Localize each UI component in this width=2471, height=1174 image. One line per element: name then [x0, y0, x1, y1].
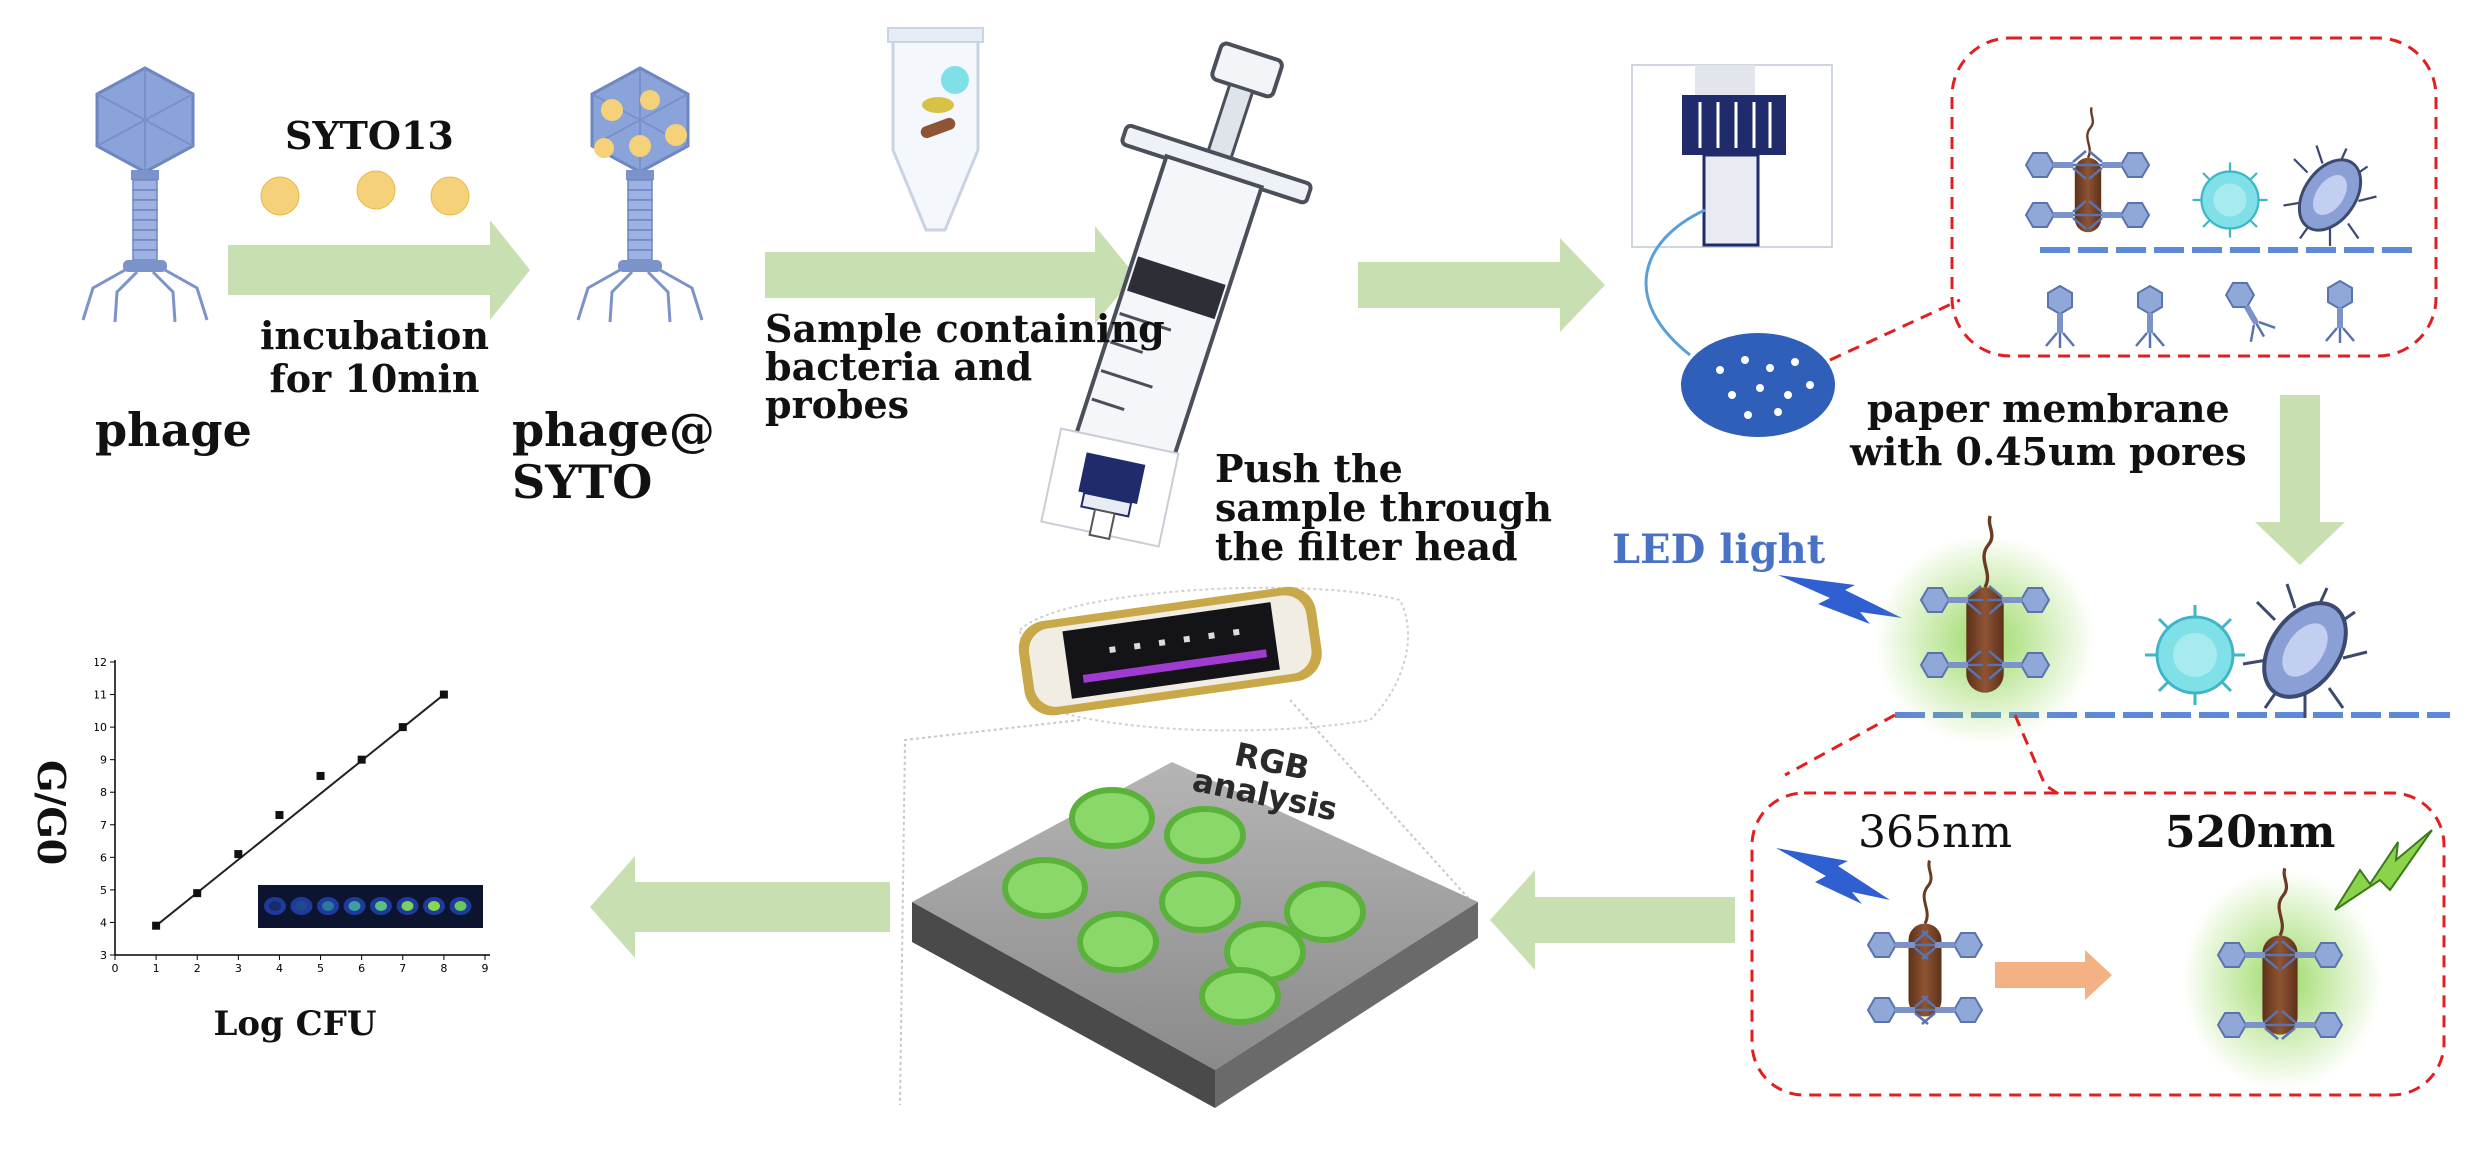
fluorescence-spot-core — [322, 901, 334, 911]
y-tick-label: 8 — [100, 786, 107, 799]
y-tick-label: 5 — [100, 884, 107, 897]
incubation-label: incubation for 10min — [260, 313, 489, 401]
data-point — [316, 771, 325, 780]
process-arrow-2 — [765, 226, 1135, 324]
data-point — [152, 921, 161, 930]
process-arrow-4 — [2255, 395, 2345, 565]
fluorescence-spot-core — [401, 901, 414, 911]
phage-syto-icon — [576, 66, 704, 324]
fluorescence-spot-core — [348, 901, 361, 911]
fit-line — [155, 693, 445, 927]
y-tick-label: 4 — [100, 916, 107, 929]
fluorescence-spot-core — [428, 901, 440, 911]
zoom-box-membrane — [1950, 36, 2438, 358]
y-tick-label: 10 — [95, 721, 107, 734]
zoom-connector — [1829, 298, 1961, 362]
paper-membrane-label: paper membrane with 0.45um pores — [1850, 386, 2247, 474]
x-tick-label: 7 — [399, 962, 406, 975]
phage-syto-label: phage@ SYTO — [512, 403, 715, 509]
zoom-box-emission — [1750, 791, 2446, 1097]
x-tick-label: 4 — [276, 962, 283, 975]
phage-label: phage — [95, 403, 252, 457]
chart-y-axis-label: G/G0 — [29, 760, 74, 866]
x-tick-label: 8 — [440, 962, 447, 975]
paper-membrane-icon — [1681, 333, 1835, 437]
y-tick-label: 9 — [100, 754, 107, 767]
data-point — [398, 723, 407, 732]
data-point — [193, 889, 202, 898]
well-plate-icon — [912, 762, 1478, 1108]
x-tick-label: 1 — [153, 962, 160, 975]
y-tick-label: 7 — [100, 819, 107, 832]
filter-closeup-icon — [1631, 64, 1833, 248]
process-arrow-5 — [1490, 870, 1735, 970]
data-point — [439, 690, 448, 699]
y-tick-label: 6 — [100, 851, 107, 864]
x-tick-label: 2 — [194, 962, 201, 975]
chart-x-axis-label: Log CFU — [213, 1004, 377, 1044]
emission-520nm-label: 520nm — [2165, 807, 2336, 858]
sample-tube-icon — [887, 27, 984, 232]
y-tick-label: 12 — [95, 656, 107, 669]
x-tick-label: 9 — [482, 962, 489, 975]
connector-line — [1644, 208, 1706, 357]
process-arrow-6 — [590, 856, 890, 958]
x-tick-label: 0 — [112, 962, 119, 975]
filter-head-icon — [1040, 427, 1180, 548]
syto13-dye-icons — [260, 170, 470, 216]
data-point — [357, 755, 366, 764]
x-tick-label: 3 — [235, 962, 242, 975]
phage-icon — [81, 66, 209, 324]
fluorescence-spot-core — [295, 901, 308, 911]
y-tick-label: 3 — [100, 949, 107, 962]
process-arrow-3 — [1358, 238, 1605, 332]
x-tick-label: 5 — [317, 962, 324, 975]
sample-label: Sample containing bacteria and probes — [765, 306, 1165, 427]
data-point — [234, 850, 243, 859]
x-tick-label: 6 — [358, 962, 365, 975]
smartphone-icon — [899, 586, 1471, 1106]
fluorescence-spot-core — [269, 901, 281, 911]
membrane-detection-group — [1875, 514, 2450, 745]
led-light-label: LED light — [1612, 526, 1826, 573]
y-tick-label: 11 — [95, 689, 107, 702]
fluorescence-spot-core — [375, 901, 387, 911]
syto13-label: SYTO13 — [285, 113, 454, 158]
process-arrow-1 — [228, 220, 530, 320]
fluorescence-spot-core — [454, 901, 467, 911]
push-sample-label: Push the sample through the filter head — [1215, 446, 1553, 569]
led-bolt-icon — [1778, 575, 1902, 624]
excitation-365nm-label: 365nm — [1858, 807, 2013, 858]
data-point — [275, 811, 284, 820]
